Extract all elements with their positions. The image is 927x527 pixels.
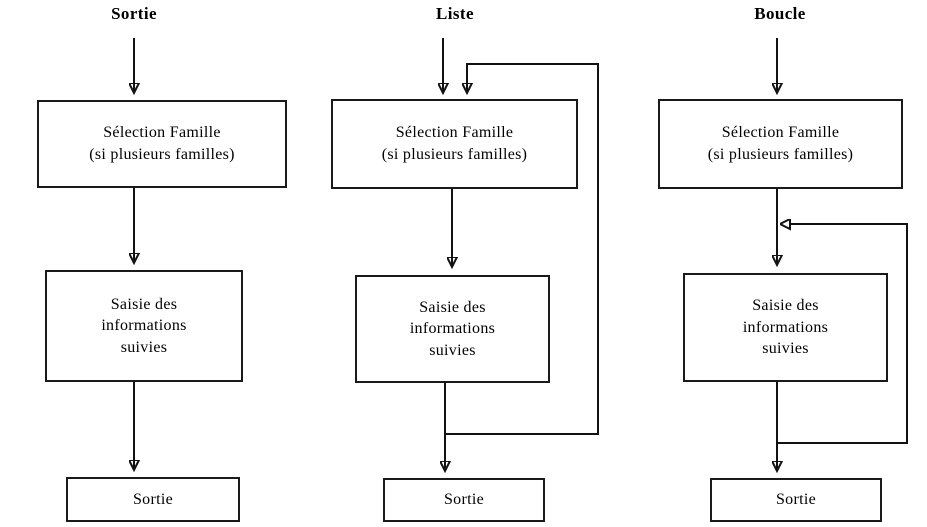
- column-header-boucle: Boucle: [754, 4, 806, 23]
- node-selection-famille-col1[interactable]: Sélection Famille (si plusieurs familles…: [37, 100, 287, 188]
- node-line: Sélection Famille: [721, 124, 840, 142]
- node-line: suivies: [120, 338, 168, 356]
- node-line: Sortie: [775, 491, 817, 509]
- column-header-liste: Liste: [436, 4, 474, 23]
- node-line: informations: [101, 317, 187, 335]
- node-line: suivies: [762, 340, 809, 358]
- node-line: Saisie des: [110, 295, 178, 313]
- node-saisie-informations-col3[interactable]: Saisie des informations suivies: [683, 273, 888, 382]
- node-line: Sortie: [132, 490, 174, 508]
- node-selection-famille-col2[interactable]: Sélection Famille (si plusieurs familles…: [331, 99, 578, 189]
- node-saisie-informations-col2[interactable]: Saisie des informations suivies: [355, 275, 550, 383]
- node-line: Saisie des: [752, 297, 819, 315]
- node-line: Saisie des: [419, 298, 486, 316]
- node-line: Sélection Famille: [103, 124, 221, 142]
- node-sortie-col1[interactable]: Sortie: [66, 477, 240, 522]
- node-line: (si plusieurs familles): [381, 146, 528, 163]
- node-line: Sortie: [443, 491, 485, 509]
- node-line: (si plusieurs familles): [89, 146, 235, 163]
- node-saisie-informations-col1[interactable]: Saisie des informations suivies: [45, 270, 243, 382]
- node-line: Sélection Famille: [395, 124, 514, 142]
- column-header-sortie: Sortie: [111, 4, 157, 23]
- node-line: informations: [409, 320, 496, 338]
- node-sortie-col2[interactable]: Sortie: [383, 478, 545, 522]
- node-sortie-col3[interactable]: Sortie: [710, 478, 882, 522]
- node-line: suivies: [429, 341, 476, 359]
- node-selection-famille-col3[interactable]: Sélection Famille (si plusieurs familles…: [658, 99, 903, 189]
- node-line: informations: [742, 318, 829, 336]
- node-line: (si plusieurs familles): [707, 146, 854, 163]
